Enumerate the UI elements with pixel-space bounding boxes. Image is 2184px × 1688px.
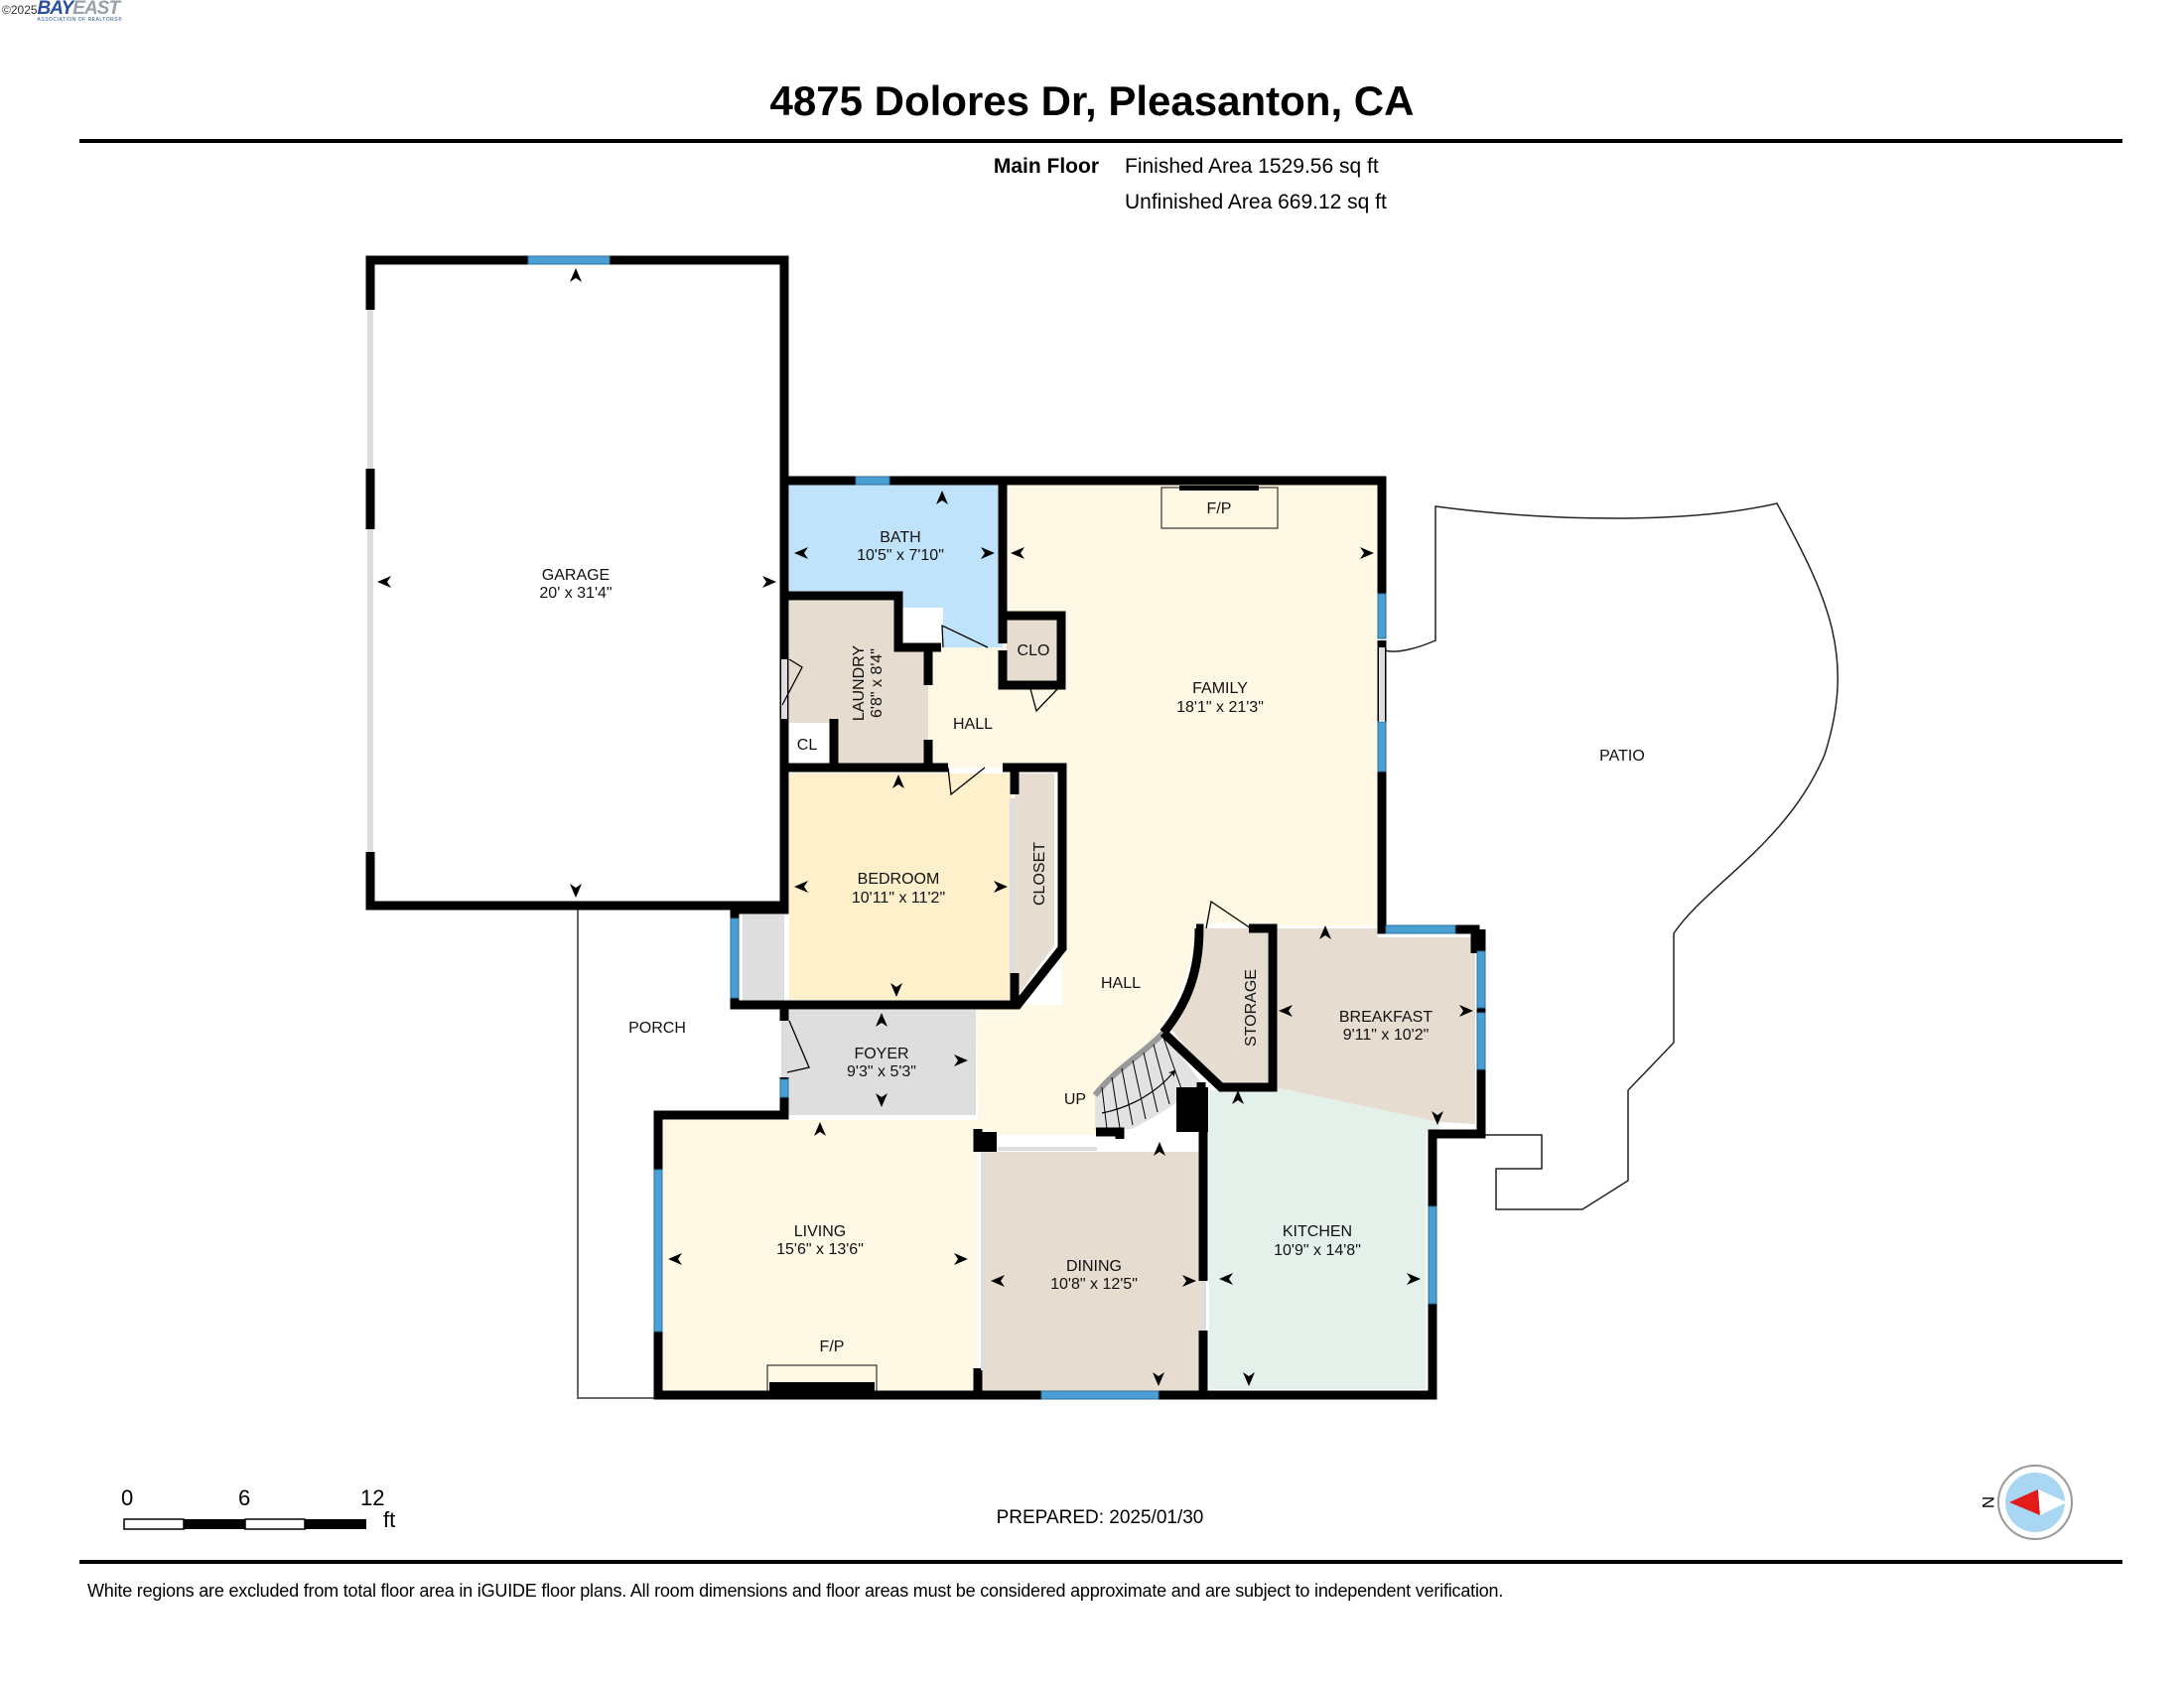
hall-upper-label: HALL: [953, 716, 993, 733]
prepared-date: PREPARED: 2025/01/30: [996, 1507, 1204, 1528]
living-fp-label: F/P: [820, 1338, 845, 1355]
logo-tagline: ASSOCIATION OF REALTORS®: [37, 17, 123, 23]
breakfast-dims: 9'11" x 10'2": [1343, 1027, 1430, 1044]
foyer-label: FOYER: [854, 1046, 908, 1062]
scale-unit: ft: [383, 1507, 396, 1532]
storage-room: [1171, 928, 1268, 1084]
scale-label-6: 6: [238, 1485, 251, 1510]
disclaimer-text: White regions are excluded from total fl…: [87, 1581, 1504, 1601]
living-dims: 15'6" x 13'6": [776, 1241, 864, 1258]
bayeast-logo: ©2025 BAYEAST ASSOCIATION OF REALTORS®: [2, 0, 123, 23]
clo-room: [1007, 616, 1061, 685]
patio-label: PATIO: [1599, 748, 1645, 765]
bay-nook: [743, 914, 784, 1002]
bottom-divider: [79, 1560, 2122, 1564]
bath-dims: 10'5" x 7'10": [857, 547, 944, 564]
porch-outline: [577, 906, 655, 1399]
porch-label: PORCH: [628, 1020, 686, 1037]
closet-room: [1015, 774, 1054, 996]
compass-icon: N: [1979, 1465, 2073, 1540]
dining-label: DINING: [1066, 1258, 1122, 1275]
storage-label: STORAGE: [1243, 969, 1260, 1047]
garage-room: [366, 260, 784, 906]
finished-area: Finished Area 1529.56 sq ft: [1125, 155, 1379, 178]
floor-label: Main Floor: [993, 155, 1099, 178]
bedroom-room: [789, 774, 1013, 1000]
bedroom-dims: 10'11" x 11'2": [852, 890, 945, 907]
bedroom-label: BEDROOM: [858, 871, 940, 888]
garage-dims: 20' x 31'4": [539, 585, 612, 602]
breakfast-room: [1276, 928, 1475, 1124]
hall-lower-label: HALL: [1101, 975, 1141, 992]
kitchen-dims: 10'9" x 14'8": [1274, 1242, 1361, 1259]
clo-label: CLO: [1018, 642, 1050, 659]
top-divider: [79, 139, 2122, 143]
foyer-dims: 9'3" x 5'3": [847, 1063, 916, 1080]
stairs-up-label: UP: [1064, 1091, 1086, 1108]
bath-label: BATH: [880, 529, 920, 546]
garage-label: GARAGE: [542, 567, 610, 584]
copyright-text: ©2025: [2, 3, 38, 17]
compass-north-label: N: [1979, 1496, 1997, 1508]
laundry-label: LAUNDRY: [851, 645, 868, 722]
cl-label: CL: [797, 737, 818, 754]
closet-label: CLOSET: [1031, 842, 1048, 906]
family-fireplace: [1160, 487, 1279, 529]
family-fp-label: F/P: [1207, 500, 1232, 517]
patio-outline: [1381, 502, 1839, 1210]
living-room: [663, 1120, 978, 1392]
scale-bar: [123, 1518, 366, 1530]
cl-room: [784, 723, 830, 768]
logo-word-bay: BAY: [37, 0, 74, 19]
unfinished-area: Unfinished Area 669.12 sq ft: [1125, 191, 1387, 213]
scale-label-12: 12: [360, 1485, 385, 1510]
dining-room: [981, 1152, 1203, 1392]
breakfast-label: BREAKFAST: [1339, 1009, 1433, 1026]
laundry-dims: 6'8" x 8'4": [869, 648, 886, 718]
stairs: [1092, 1030, 1201, 1130]
page-title: 4875 Dolores Dr, Pleasanton, CA: [769, 77, 1415, 124]
bath-room: [789, 485, 1003, 647]
dimension-arrows: [377, 268, 1473, 1386]
kitchen-room: [1209, 1087, 1439, 1389]
dining-dims: 10'8" x 12'5": [1050, 1276, 1138, 1293]
door-swings: [781, 624, 1252, 1073]
scale-label-0: 0: [121, 1485, 134, 1510]
family-dims: 18'1" x 21'3": [1176, 699, 1264, 716]
living-label: LIVING: [794, 1223, 846, 1240]
logo-word-east: EAST: [72, 0, 120, 19]
family-label: FAMILY: [1192, 680, 1248, 697]
windows: [527, 255, 1486, 1400]
kitchen-label: KITCHEN: [1283, 1223, 1352, 1240]
